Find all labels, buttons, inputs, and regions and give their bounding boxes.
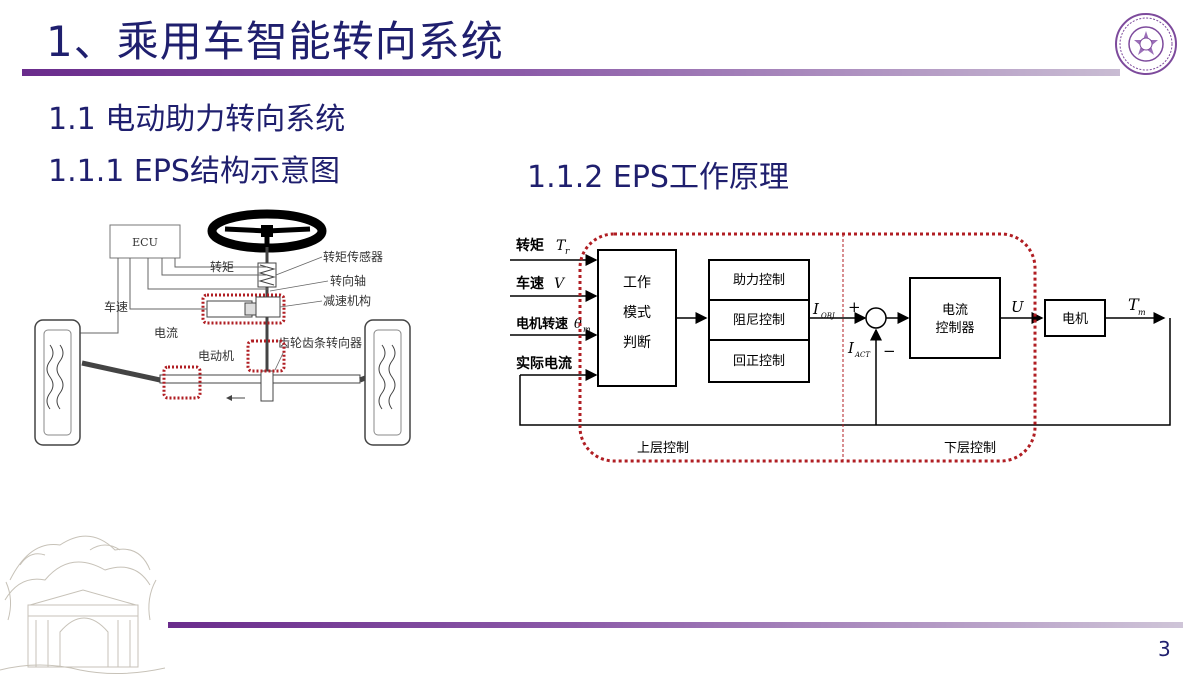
- page-number: 3: [1158, 637, 1171, 661]
- mode-block-line3: 判断: [623, 335, 651, 351]
- steering-wheel-icon: [207, 209, 327, 253]
- u-label: U: [1011, 298, 1025, 316]
- input-speed-label: 车速: [516, 275, 544, 292]
- section-heading: 1.1 电动助力转向系统: [48, 102, 346, 137]
- tm-output-label: T: [1128, 295, 1140, 314]
- summing-junction: [865, 307, 887, 329]
- i-act-label: I: [847, 339, 855, 357]
- campus-gate-sketch-image: [0, 535, 165, 675]
- input-actual-current-label: 实际电流: [516, 355, 572, 372]
- return-control-label: 回正控制: [733, 354, 785, 369]
- torque-sensor-label: 转矩传感器: [323, 249, 383, 264]
- subsection-heading-principle: 1.1.2 EPS工作原理: [527, 160, 789, 195]
- lower-control-label: 下层控制: [944, 441, 996, 456]
- mode-block-line2: 模式: [623, 305, 651, 321]
- motor-block-label: 电机: [1062, 312, 1088, 327]
- current-controller-line2: 控制器: [935, 321, 974, 336]
- minus-sign: −: [883, 342, 896, 360]
- svg-text:T: T: [556, 238, 567, 254]
- current-label: 电流: [154, 326, 178, 340]
- subsection-heading-structure: 1.1.1 EPS结构示意图: [48, 154, 340, 189]
- svg-text:m: m: [583, 325, 591, 334]
- svg-text:OBJ: OBJ: [821, 312, 836, 320]
- eps-structure-diagram: ECU 转矩 转矩传感器 转向轴 减速机构 车速 电流 电动机 齿轮齿条转向器: [34, 209, 411, 446]
- input-motor-speed-label: 电机转速: [516, 316, 568, 332]
- right-wheel-icon: [364, 319, 411, 446]
- damping-control-label: 阻尼控制: [733, 313, 785, 328]
- input-torque-label: 转矩: [516, 237, 544, 254]
- ecu-label: ECU: [132, 236, 158, 249]
- svg-text:ACT: ACT: [854, 351, 871, 359]
- title-underline: [22, 69, 1120, 76]
- steering-shaft-label: 转向轴: [330, 273, 366, 288]
- eps-principle-block-diagram: 转矩 T r 车速 V 电机转速 θ m 实际电流 工作 模式 判断 助力控制 …: [510, 232, 1171, 463]
- i-obj-label: I: [812, 300, 820, 318]
- assist-control-label: 助力控制: [733, 273, 785, 288]
- svg-text:V: V: [554, 276, 566, 292]
- university-seal-logo: [1115, 13, 1177, 75]
- plus-sign: +: [848, 298, 861, 316]
- footer-rule: [168, 622, 1183, 628]
- svg-text:m: m: [1138, 308, 1146, 317]
- upper-control-label: 上层控制: [637, 441, 689, 456]
- mode-block-line1: 工作: [623, 275, 651, 291]
- svg-text:θ: θ: [574, 317, 582, 332]
- svg-text:r: r: [565, 247, 570, 257]
- torque-label: 转矩: [210, 259, 234, 274]
- slide-title: 1、乘用车智能转向系统: [46, 17, 504, 66]
- reducer-label: 减速机构: [323, 293, 371, 308]
- rack-gear-label: 齿轮齿条转向器: [278, 335, 362, 350]
- vehicle-speed-label: 车速: [104, 299, 128, 314]
- current-controller-line1: 电流: [942, 303, 968, 318]
- motor-label: 电动机: [198, 349, 234, 363]
- left-wheel-icon: [34, 319, 81, 446]
